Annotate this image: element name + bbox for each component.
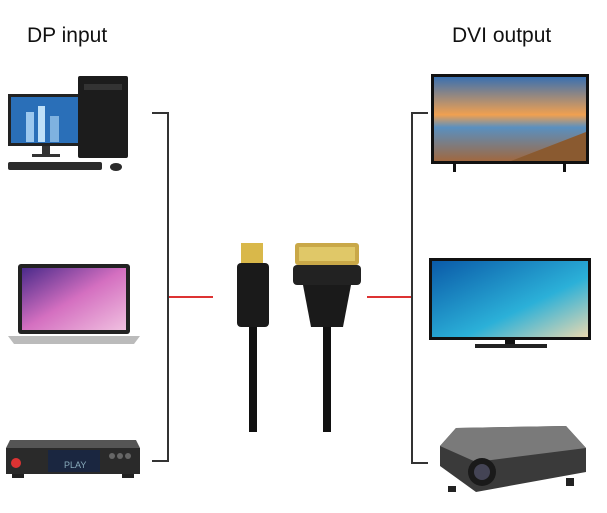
tv-beach-image: [429, 258, 591, 348]
output-connector-line: [367, 296, 411, 298]
desktop-pc-image: [8, 76, 128, 171]
player-display-text: PLAY: [64, 460, 86, 470]
dp-to-dvi-cable-image: [237, 243, 361, 432]
dvi-output-label: DVI output: [452, 24, 552, 47]
laptop-image: [8, 264, 140, 344]
tv-sunset-image: [431, 74, 589, 172]
projector-image: [440, 426, 586, 492]
input-connector-line: [169, 296, 213, 298]
media-player-image: PLAY: [6, 440, 140, 478]
dp-input-label: DP input: [27, 24, 108, 47]
